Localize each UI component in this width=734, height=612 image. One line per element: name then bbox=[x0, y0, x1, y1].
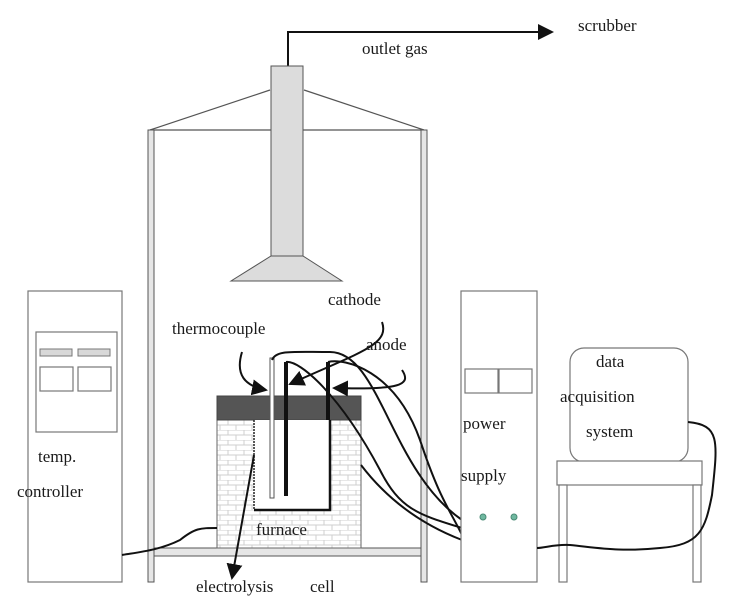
cathode-label: cathode bbox=[328, 290, 381, 309]
electrolysis-label: electrolysis bbox=[196, 577, 273, 596]
power-indicator-1 bbox=[479, 513, 487, 521]
outlet-gas-label: outlet gas bbox=[362, 39, 428, 58]
hood-right-post bbox=[420, 129, 428, 583]
outlet-gas-line bbox=[287, 24, 554, 66]
temp-controller-label-1: temp. bbox=[38, 447, 76, 466]
power-supply-label-1: power bbox=[463, 414, 506, 433]
thermocouple-label: thermocouple bbox=[172, 319, 265, 338]
power-indicator-2 bbox=[510, 513, 518, 521]
cell-label: cell bbox=[310, 577, 335, 596]
daq-label-2: acquisition bbox=[560, 387, 635, 406]
anode-label: anode bbox=[366, 335, 407, 354]
electrolysis-cell-arrow bbox=[226, 454, 255, 580]
power-supply bbox=[460, 290, 538, 583]
power-supply-label-2: supply bbox=[461, 466, 507, 485]
temp-controller bbox=[27, 290, 123, 583]
cathode-arrow bbox=[288, 321, 385, 386]
thermocouple-probe bbox=[269, 357, 275, 499]
daq-label-1: data bbox=[596, 352, 625, 371]
daq-wire bbox=[536, 421, 717, 551]
data-acquisition-system bbox=[556, 347, 703, 583]
furnace-label: furnace bbox=[256, 520, 307, 539]
temp-controller-label-2: controller bbox=[17, 482, 83, 501]
hood-left-post bbox=[147, 129, 155, 583]
electrode-wires bbox=[271, 350, 463, 541]
hood-base-shelf bbox=[153, 547, 422, 557]
exhaust-duct bbox=[229, 65, 344, 282]
thermocouple-arrow bbox=[238, 351, 268, 396]
scrubber-label: scrubber bbox=[578, 16, 637, 35]
temp-controller-wire bbox=[121, 527, 218, 556]
cathode-rod bbox=[284, 362, 288, 496]
anode-arrow bbox=[332, 369, 407, 397]
daq-label-3: system bbox=[586, 422, 633, 441]
